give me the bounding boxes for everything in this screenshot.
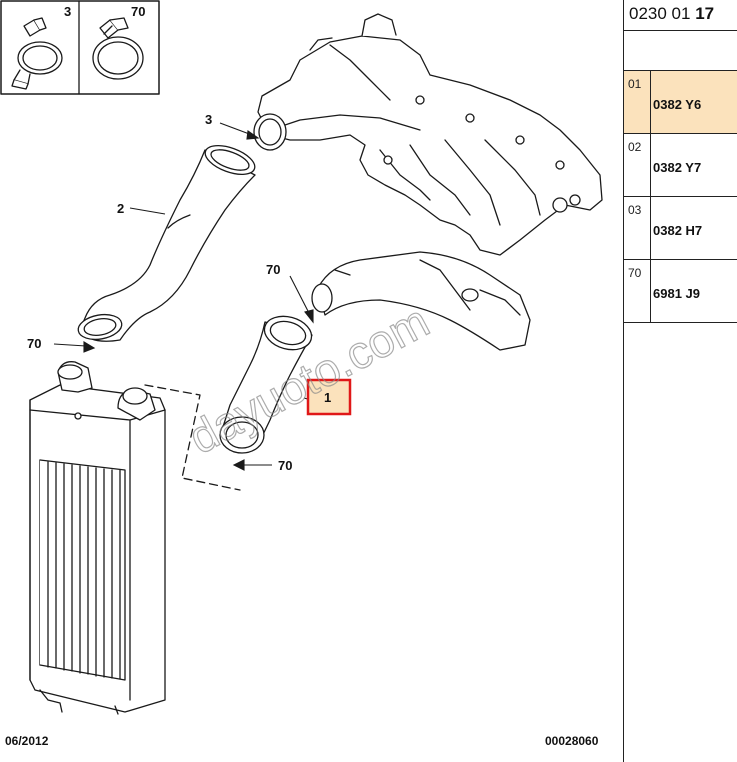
parts-list-panel: 0230 01 17 01 0382 Y6 02 0382 Y7 03 0382… <box>623 0 737 762</box>
part-number: 6981 J9 <box>653 286 700 301</box>
part-row-01[interactable]: 01 0382 Y6 <box>624 71 737 134</box>
callout-1: 1 <box>324 390 331 405</box>
intake-manifold-drawing <box>253 13 603 256</box>
callout-1-highlight[interactable]: 1 <box>306 378 352 416</box>
intercooler-drawing <box>29 361 166 715</box>
part-row-03[interactable]: 03 0382 H7 <box>624 197 737 260</box>
callout-2: 2 <box>117 201 124 216</box>
part-index: 03 <box>628 203 642 217</box>
part-index: 70 <box>628 266 642 280</box>
callout-70-bottom: 70 <box>278 458 292 473</box>
clamp-70-icon <box>92 17 144 80</box>
hose-1-drawing <box>219 315 313 454</box>
part-number: 0382 H7 <box>653 223 703 238</box>
inset-label-3: 3 <box>64 4 71 19</box>
watermark: dayuoto.com <box>180 294 437 464</box>
reference-suffix: 17 <box>695 4 715 23</box>
part-index-cell: 02 <box>624 134 651 196</box>
part-row-70[interactable]: 70 6981 J9 <box>624 260 737 323</box>
part-index-cell: 01 <box>624 71 651 133</box>
reference-number: 0230 01 17 <box>629 4 714 24</box>
clamp-3-icon <box>11 17 63 90</box>
outlet-pipe-drawing <box>311 251 531 351</box>
inset-label-70: 70 <box>131 4 145 19</box>
reference-prefix: 0230 01 <box>629 4 691 23</box>
leader-lines <box>53 122 319 471</box>
part-number: 0382 Y7 <box>653 160 702 175</box>
callout-3: 3 <box>205 112 212 127</box>
parts-list-header-row <box>624 30 737 71</box>
callout-70-left: 70 <box>27 336 41 351</box>
exploded-parts-diagram: 3 2 70 70 70 3 70 1 dayuoto.com 06/2012 … <box>0 0 603 748</box>
diagram-date: 06/2012 <box>5 734 49 748</box>
assembly-guide-line <box>144 384 241 491</box>
part-number: 0382 Y6 <box>653 97 702 112</box>
part-index: 02 <box>628 140 642 154</box>
part-index: 01 <box>628 77 642 91</box>
reference-header: 0230 01 17 <box>624 0 737 31</box>
diagram-drawing: 3 2 70 70 70 3 70 1 dayuoto.com <box>0 0 603 715</box>
part-index-cell: 03 <box>624 197 651 259</box>
drawing-number: 00028060 <box>545 734 599 748</box>
callout-70-top: 70 <box>266 262 280 277</box>
part-index-cell: 70 <box>624 260 651 322</box>
hose-2-drawing <box>77 144 256 342</box>
part-row-02[interactable]: 02 0382 Y7 <box>624 134 737 197</box>
